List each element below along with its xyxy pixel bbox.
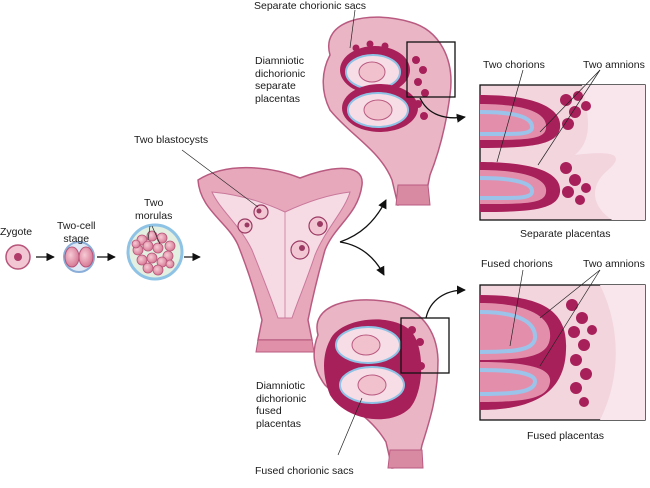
two-cell-embryo [63, 241, 95, 273]
leader-fused-chorions [509, 269, 524, 347]
arrow-zoom-fused [425, 285, 466, 319]
leader-fused-sacs [337, 397, 363, 456]
zygote-cell [5, 244, 31, 270]
label-two-blastocysts: Two blastocysts [134, 134, 209, 146]
leader-two-amnions-top-b [537, 69, 601, 166]
label-two-morulas: Two morulas [135, 197, 173, 222]
inset-fused-placentas [479, 284, 646, 421]
label-two-amnions-bottom: Two amnions [583, 258, 645, 270]
label-separate-chorionic-sacs: Separate chorionic sacs [254, 0, 367, 12]
uterus-separate-placentas [322, 16, 456, 206]
morulas [126, 223, 184, 281]
label-two-amnions-top: Two amnions [583, 59, 645, 71]
leader-two-amnions-top-a [539, 69, 601, 133]
leader-two-amnions-bottom-b [539, 269, 601, 367]
label-separate-placentas: Separate placentas [520, 228, 611, 240]
label-fused-chorionic-sacs: Fused chorionic sacs [255, 465, 354, 477]
arrow-zoom-separate [419, 97, 466, 123]
leader-blastocysts [181, 149, 259, 208]
arrow-to-fused [339, 241, 385, 276]
label-diamniotic-fused: Diamniotic dichorionic fused placentas [256, 380, 307, 430]
leader-separate-sacs [349, 9, 356, 49]
label-two-chorions: Two chorions [483, 59, 545, 71]
leader-two-amnions-bottom-a [539, 269, 601, 319]
uterus-fused-placentas [313, 299, 450, 469]
inset-separate-placentas [479, 84, 646, 221]
label-fused-chorions: Fused chorions [481, 258, 553, 270]
leader-two-chorions [496, 69, 524, 163]
label-diamniotic-separate: Diamniotic dichorionic separate placenta… [255, 55, 306, 105]
uterus [197, 166, 363, 353]
label-fused-placentas: Fused placentas [527, 430, 605, 442]
arrow-to-separate [339, 199, 387, 243]
label-two-cell-stage: Two-cell stage [57, 220, 96, 245]
label-zygote: Zygote [0, 226, 33, 238]
